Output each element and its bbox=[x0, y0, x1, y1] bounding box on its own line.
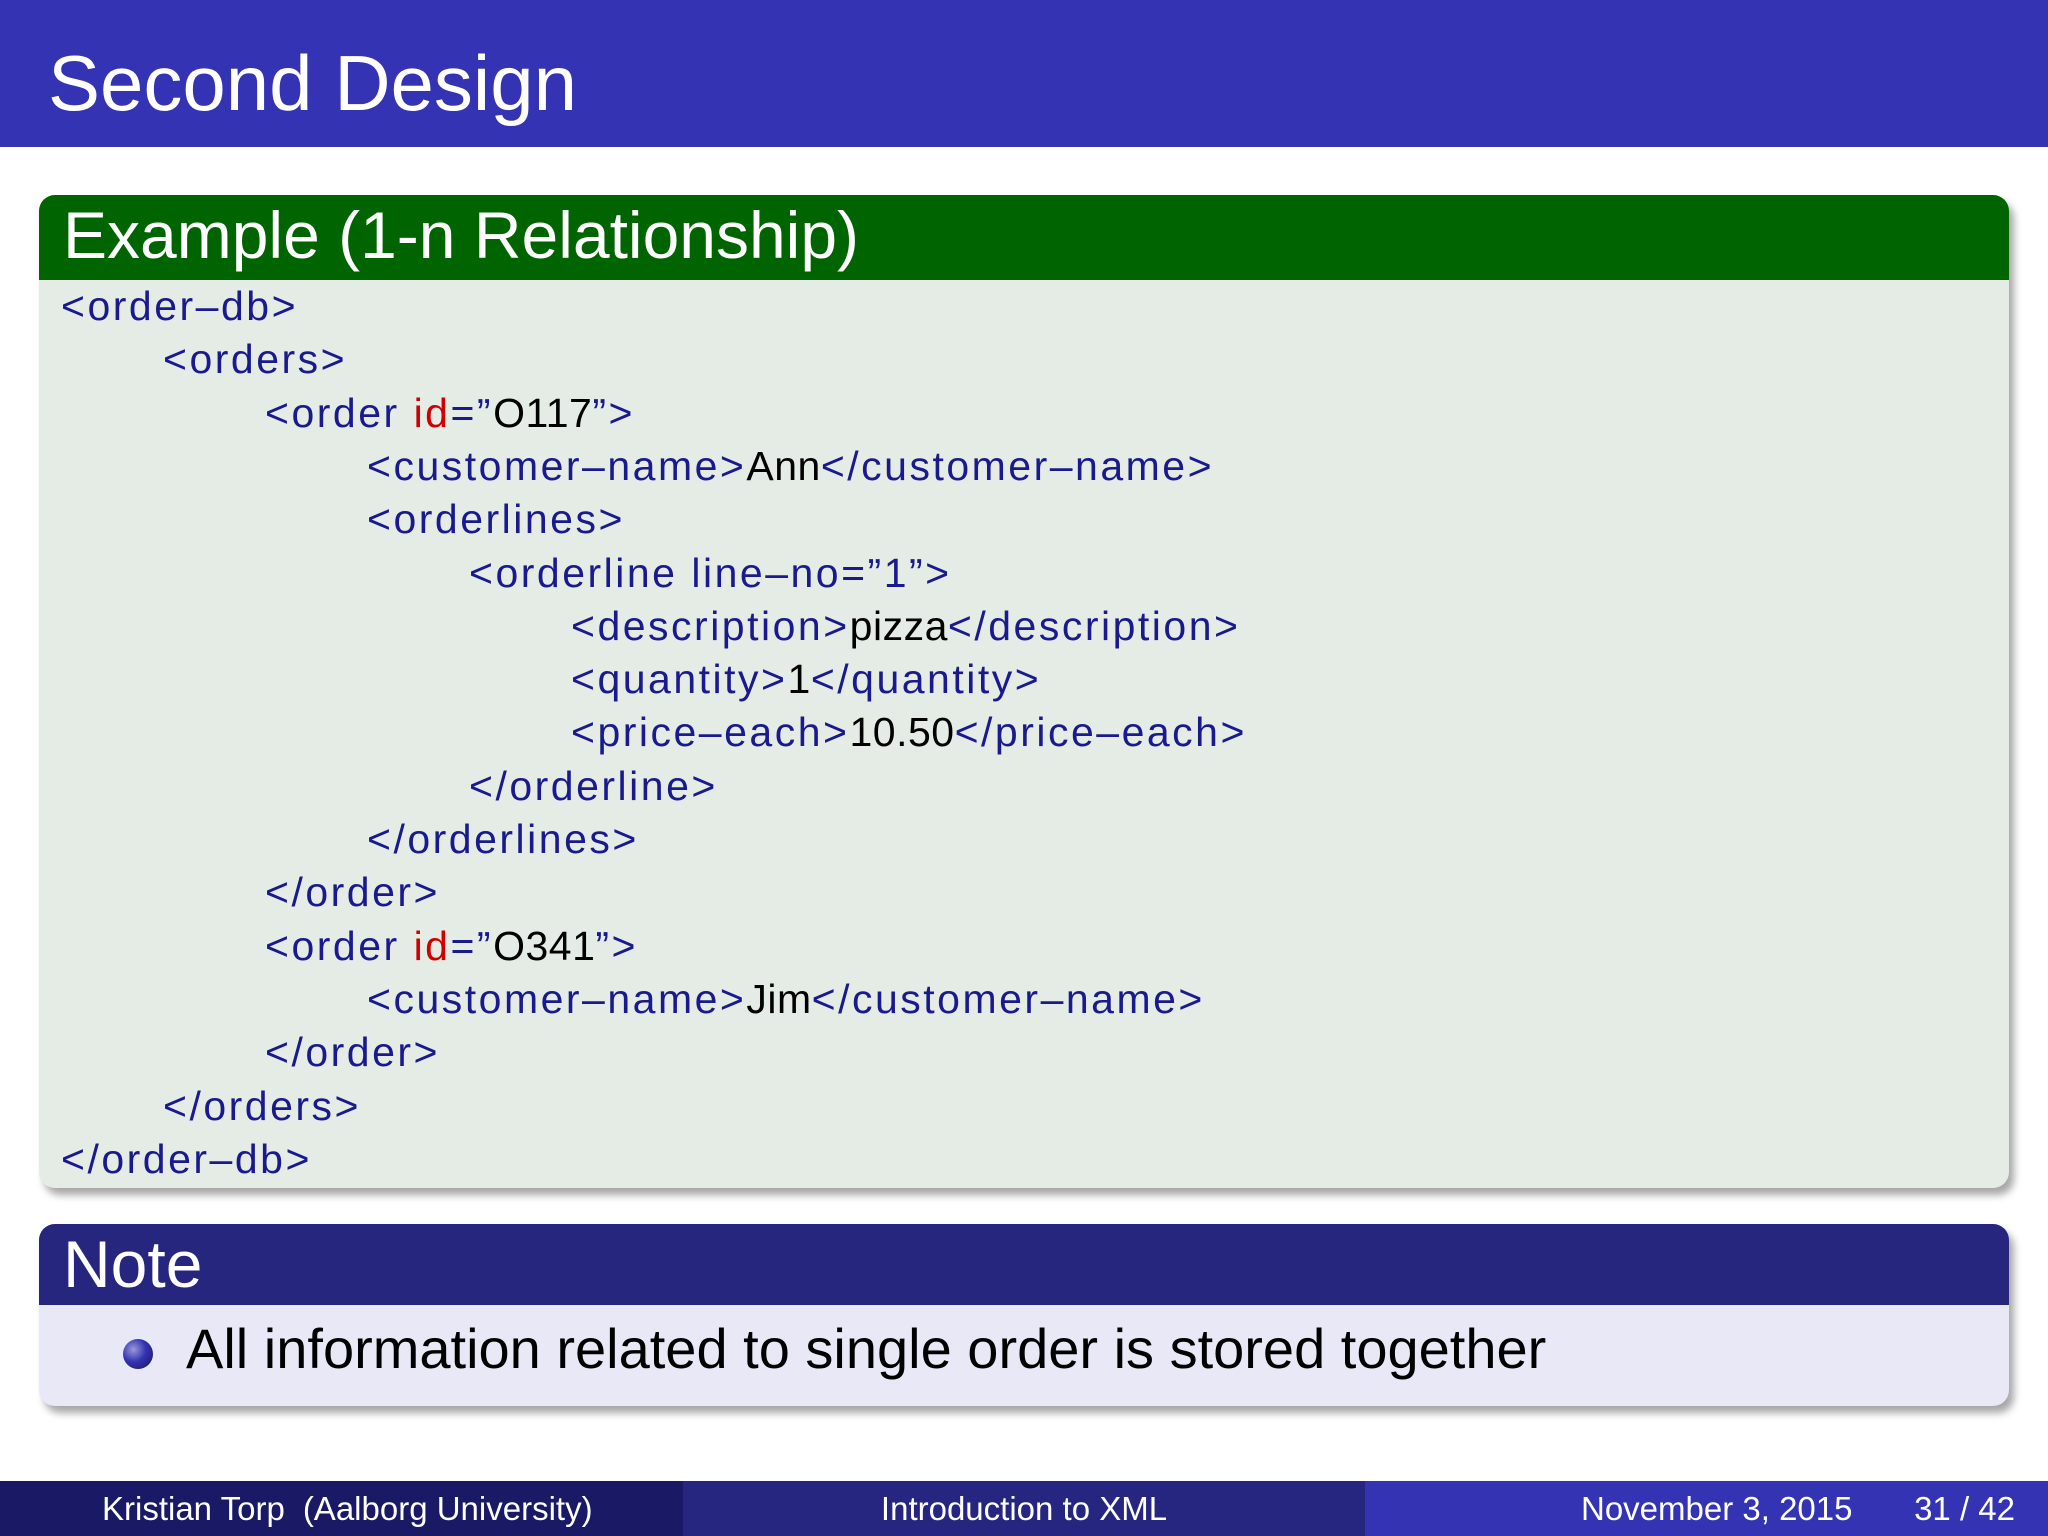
code-line: </orders> bbox=[163, 1080, 361, 1133]
code-tag: <order–db> bbox=[61, 283, 299, 329]
code-tag: </description> bbox=[947, 602, 1241, 649]
code-tag: <description> bbox=[571, 602, 850, 649]
code-tag: </order–db> bbox=[61, 1135, 312, 1182]
bullet-icon bbox=[123, 1339, 153, 1369]
code-line: <description>pizza</description> bbox=[571, 600, 1240, 653]
code-line: <orderlines> bbox=[367, 493, 625, 546]
footer-page-number: 31 / 42 bbox=[1914, 1490, 2015, 1527]
code-tag: =” bbox=[450, 389, 494, 436]
code-tag: <order bbox=[265, 922, 414, 969]
code-line: <order id=”O117”> bbox=[265, 387, 635, 440]
code-line: </orderlines> bbox=[367, 813, 639, 866]
code-tag: <customer–name> bbox=[367, 975, 747, 1022]
code-line: <price–each>10.50</price–each> bbox=[571, 706, 1247, 759]
footer-institution: (Aalborg University) bbox=[302, 1490, 593, 1527]
footer-author-section: Kristian Torp (Aalborg University) bbox=[0, 1481, 683, 1536]
footer-date: November 3, 2015 bbox=[1581, 1490, 1853, 1527]
note-bullet-item: All information related to single order … bbox=[39, 1305, 2009, 1405]
code-line: </orderline> bbox=[469, 760, 718, 813]
code-tag: </orders> bbox=[163, 1082, 361, 1129]
code-line: <orders> bbox=[163, 333, 347, 386]
title-bar: Second Design bbox=[0, 0, 2048, 147]
xml-code-listing: <order–db><orders><order id=”O117”><cust… bbox=[39, 280, 2009, 1188]
code-line: <quantity>1</quantity> bbox=[571, 653, 1041, 706]
code-tag: </orderlines> bbox=[367, 816, 639, 862]
code-tag: </quantity> bbox=[810, 656, 1042, 703]
code-line: <customer–name>Ann</customer–name> bbox=[367, 440, 1214, 493]
code-tag: ”> bbox=[592, 389, 635, 436]
code-line: </order> bbox=[265, 1026, 440, 1079]
code-txt: 10.50 bbox=[849, 709, 955, 756]
code-tag: </price–each> bbox=[954, 709, 1247, 756]
code-tag: <quantity> bbox=[571, 656, 788, 703]
code-tag: </customer–name> bbox=[811, 975, 1205, 1022]
code-txt: Ann bbox=[746, 442, 821, 489]
footer: Kristian Torp (Aalborg University) Introd… bbox=[0, 1481, 2048, 1536]
code-tag: <orderline line–no=”1”> bbox=[469, 549, 952, 596]
note-bullet-text: All information related to single order … bbox=[186, 1317, 1547, 1380]
code-tag: =” bbox=[450, 922, 494, 969]
code-line: <order–db> bbox=[61, 280, 298, 333]
code-tag: <customer–name> bbox=[367, 442, 747, 489]
code-attr: id bbox=[413, 389, 451, 436]
code-tag: </orderline> bbox=[469, 762, 718, 809]
code-tag: </order> bbox=[265, 869, 440, 916]
footer-author-name: Kristian Torp bbox=[102, 1490, 285, 1527]
code-attr: id bbox=[413, 922, 451, 969]
footer-talk-title: Introduction to XML bbox=[683, 1481, 1365, 1536]
code-txt: Jim bbox=[746, 975, 812, 1022]
code-tag: <price–each> bbox=[571, 709, 850, 756]
slide-title: Second Design bbox=[48, 39, 578, 127]
code-line: </order> bbox=[265, 866, 440, 919]
footer-date-section bbox=[1365, 1481, 2048, 1536]
code-line: <orderline line–no=”1”> bbox=[469, 547, 952, 600]
example-block: Example (1-n Relationship) <order–db> <or… bbox=[39, 195, 2009, 1188]
code-val: O341 bbox=[493, 922, 596, 969]
code-tag: </order> bbox=[265, 1029, 440, 1076]
code-line: </order–db> bbox=[61, 1133, 312, 1186]
code-tag: <orderlines> bbox=[367, 496, 625, 543]
code-line: <order id=”O341”> bbox=[265, 920, 638, 973]
note-block-heading: Note bbox=[39, 1224, 2009, 1305]
example-block-heading: Example (1-n Relationship) bbox=[39, 195, 2009, 280]
note-block: Note All information related to single o… bbox=[39, 1224, 2009, 1406]
code-tag: <order bbox=[265, 389, 414, 436]
code-txt: pizza bbox=[849, 602, 948, 649]
code-tag: <orders> bbox=[163, 336, 348, 383]
code-line: <customer–name>Jim</customer–name> bbox=[367, 973, 1205, 1026]
code-tag: </customer–name> bbox=[820, 442, 1215, 489]
footer-author: Kristian Torp (Aalborg University) bbox=[102, 1481, 593, 1536]
code-txt: 1 bbox=[787, 656, 811, 703]
code-val: O117 bbox=[493, 389, 593, 436]
code-tag: ”> bbox=[595, 922, 639, 969]
